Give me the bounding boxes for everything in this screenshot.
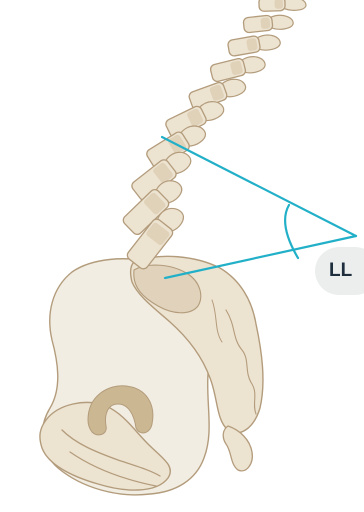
- vertebra: [227, 32, 281, 57]
- coccyx: [223, 426, 252, 471]
- vertebral-column: [121, 0, 306, 271]
- vertebra: [210, 53, 267, 83]
- upper-endplate-line: [162, 137, 356, 236]
- angle-label-ll: LL: [315, 247, 364, 295]
- vertebra: [243, 13, 294, 33]
- vertebra: [259, 0, 306, 12]
- vertebral-pedicle: [274, 0, 283, 9]
- vertebral-process: [283, 0, 306, 11]
- vertebral-pedicle: [260, 17, 270, 29]
- vertebral-process: [270, 14, 294, 30]
